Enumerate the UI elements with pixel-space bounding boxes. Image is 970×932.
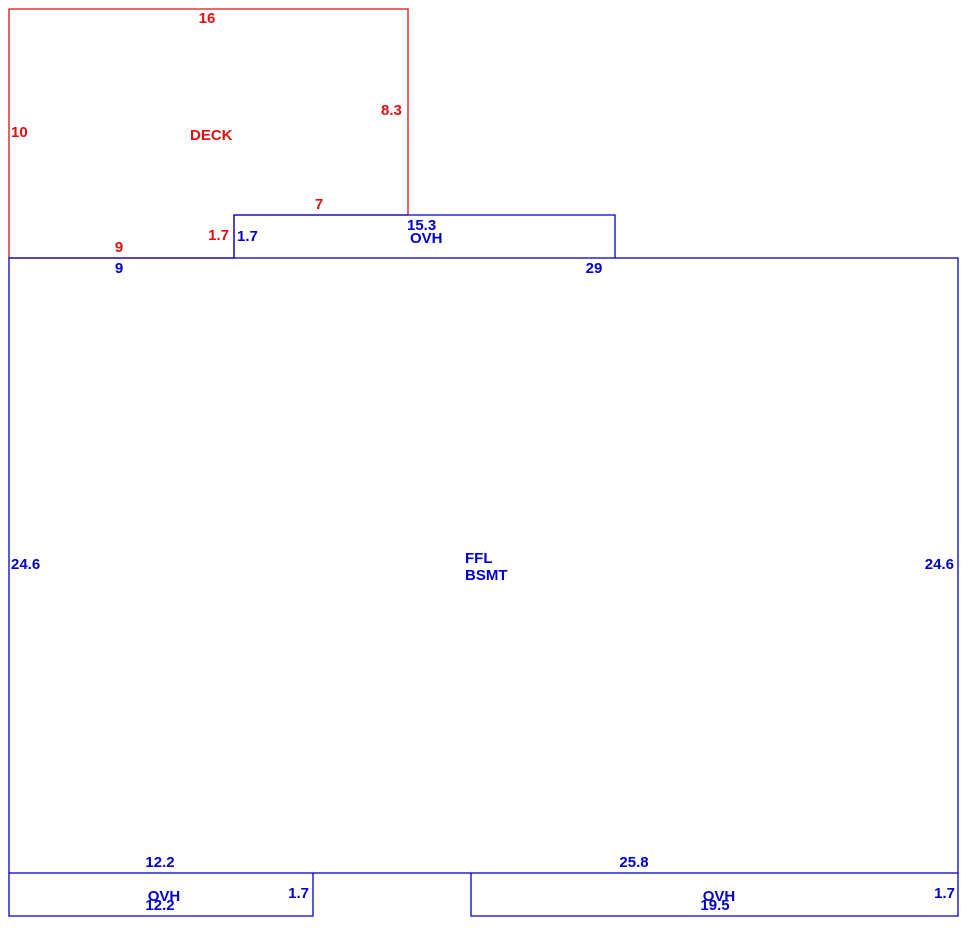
deck-dim-bottom: 9	[115, 239, 123, 256]
deck-dim-top: 16	[199, 10, 216, 27]
main-dim-right: 24.6	[925, 556, 954, 573]
deck-dim-inner-top: 7	[315, 196, 323, 213]
deck-label: DECK	[190, 127, 233, 144]
main-dim-top-right: 29	[586, 260, 603, 277]
main-outline	[8, 257, 959, 874]
ovh-bottom-left-outline	[8, 873, 314, 917]
main-label-line1: FFL	[465, 550, 493, 567]
main-label-line2: BSMT	[465, 567, 508, 584]
ovh-top-outline	[233, 214, 616, 258]
main-dim-left: 24.6	[11, 556, 40, 573]
ovh-bottom-left-dim-right: 1.7	[288, 885, 309, 902]
ovh-bottom-right-label: OVH	[703, 888, 736, 905]
ovh-bottom-right-dim-right: 1.7	[934, 885, 955, 902]
ovh-bottom-left-dim-bottom: 12.2	[145, 897, 174, 914]
main-dim-bottom-left: 12.2	[145, 854, 174, 871]
main-dim-bottom-right: 25.8	[619, 854, 648, 871]
ovh-top-label: OVH	[410, 230, 443, 247]
ovh-top-dim-left: 1.7	[237, 228, 258, 245]
ovh-bottom-right-dim-bottom: 19.5	[700, 897, 729, 914]
deck-dim-left: 10	[11, 124, 28, 141]
ovh-bottom-left-label: OVH	[148, 888, 181, 905]
deck-dim-inner-left: 1.7	[208, 227, 229, 244]
ovh-top-dim-top: 15.3	[407, 217, 436, 234]
main-dim-top-left: 9	[115, 260, 123, 277]
deck-dim-right: 8.3	[381, 102, 402, 119]
ovh-bottom-right-outline	[470, 873, 959, 917]
